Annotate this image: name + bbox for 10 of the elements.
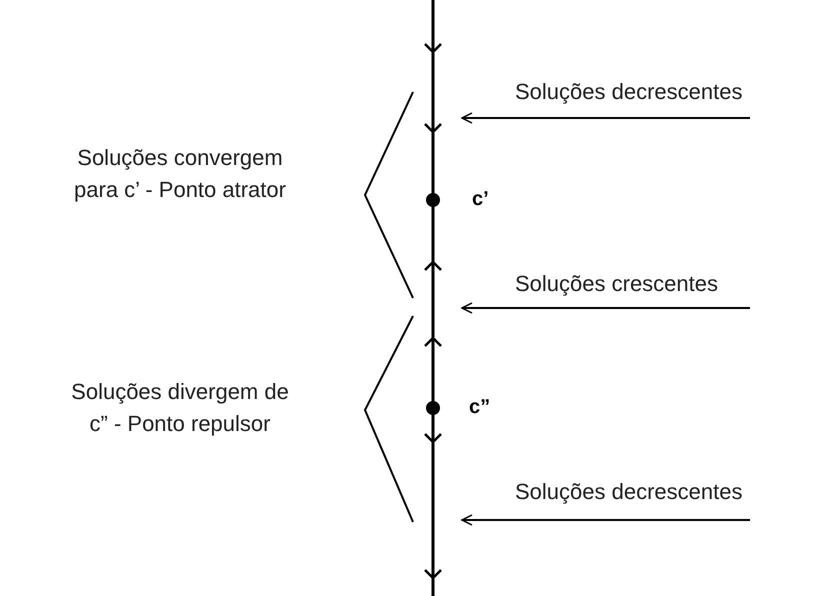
annotation-text: Soluções convergem para c’ - Ponto atrator: [60, 142, 300, 212]
point-label: c”: [469, 396, 490, 419]
annotation-text: Soluções decrescentes: [515, 76, 833, 118]
leader-arrow: [461, 514, 750, 526]
leader-arrow: [461, 112, 750, 124]
annotation-text: Soluções divergem de c” - Ponto repulsor: [60, 376, 300, 446]
leader-arrow: [461, 302, 750, 314]
annotation-text: Soluções decrescentes: [515, 476, 833, 520]
point-label: c’: [472, 188, 489, 211]
annotation-text: Soluções crescentes: [515, 268, 815, 308]
